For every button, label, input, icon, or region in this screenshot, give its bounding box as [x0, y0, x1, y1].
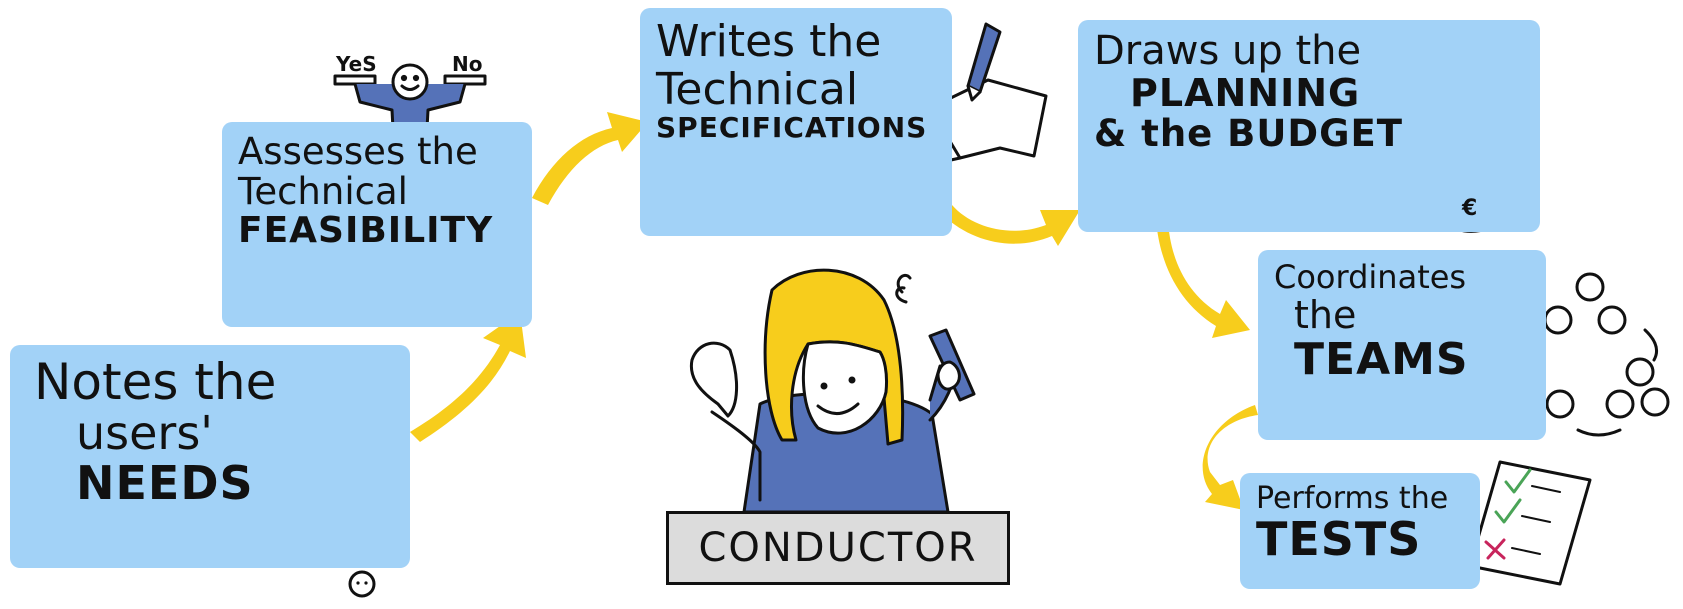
step-specifications: Writes the Technical SPECIFICATIONS: [640, 8, 952, 236]
step-performs-tests: Performs the TESTS: [1240, 473, 1480, 589]
step-notes-needs: Notes the users' NEEDS: [10, 345, 410, 568]
step-line: & the BUDGET: [1094, 112, 1403, 156]
step-coordinates-teams: Coordinates the TEAMS: [1258, 250, 1546, 440]
step-line: Performs the: [1256, 481, 1449, 516]
conductor-nameplate: CONDUCTOR: [666, 511, 1010, 585]
step-line: SPECIFICATIONS: [656, 111, 928, 145]
step-line: FEASIBILITY: [238, 209, 494, 251]
step-line: Notes the: [34, 353, 277, 411]
balance-figure-icon: [333, 63, 487, 150]
step-line: Coordinates: [1274, 258, 1467, 296]
step-line: users': [76, 406, 213, 460]
no-sign-label: No: [452, 52, 483, 76]
step-line: Draws up the: [1094, 28, 1362, 74]
arrow-specs-to-planning: [944, 205, 1080, 246]
euro-sign-label: €: [1462, 196, 1478, 221]
step-line: Technical: [238, 169, 408, 213]
step-line: Technical: [656, 63, 859, 115]
step-line: TESTS: [1256, 512, 1422, 567]
step-line: NEEDS: [76, 455, 254, 510]
step-feasibility: Assesses the Technical FEASIBILITY: [222, 122, 532, 327]
step-line: the: [1294, 292, 1357, 337]
step-line: Assesses the: [238, 130, 478, 173]
step-planning-budget: Draws up the PLANNING & the BUDGET: [1078, 20, 1540, 232]
step-line: Writes the: [656, 16, 882, 67]
yes-sign-label: YeS: [336, 52, 377, 76]
arrow-planning-to-coordination: [1156, 220, 1250, 338]
arrow-feasibility-to-specs: [532, 112, 648, 205]
checklist-icon: [1468, 460, 1592, 586]
conductor-figure-icon: [689, 268, 976, 514]
arrow-needs-to-feasibility: [410, 312, 526, 442]
step-line: PLANNING: [1130, 71, 1361, 116]
step-line: TEAMS: [1294, 333, 1469, 385]
arrow-coordination-to-tests: [1202, 405, 1258, 510]
